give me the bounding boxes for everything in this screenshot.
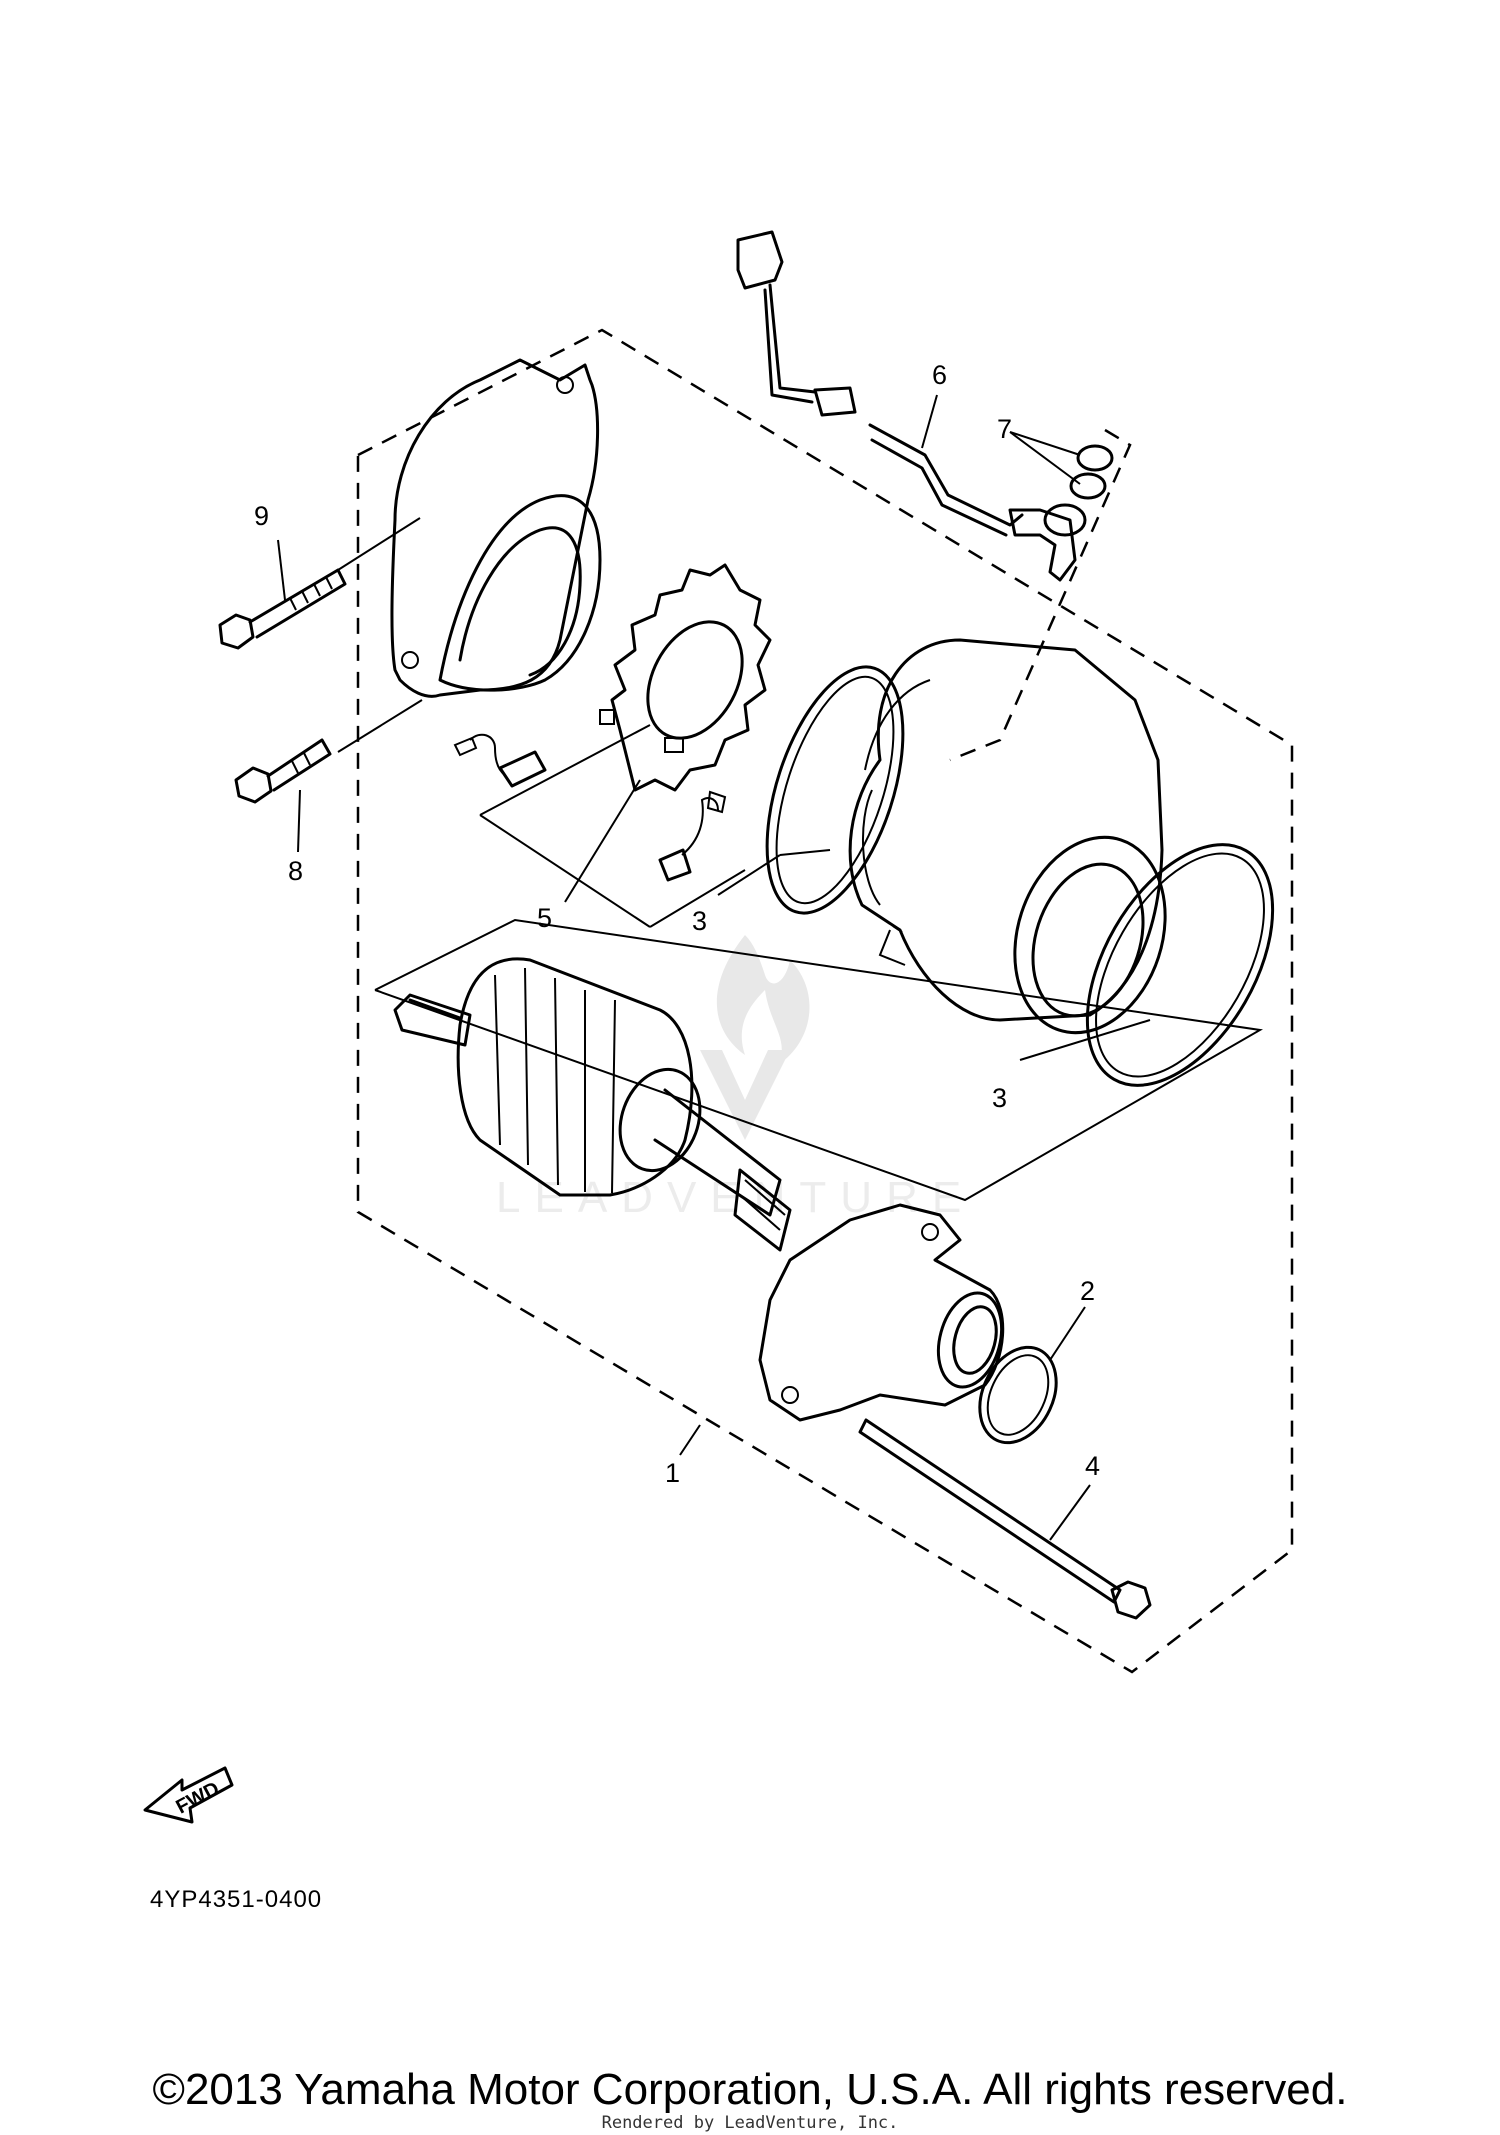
front-cover <box>758 1203 1005 1422</box>
brush-right <box>658 790 727 882</box>
leadventure-watermark: LEADVENTURE <box>496 935 975 1222</box>
bolt-8 <box>234 738 332 804</box>
armature-box <box>374 918 1263 1202</box>
callout-7: 7 <box>997 414 1012 444</box>
o-ring-2 <box>978 1345 1058 1445</box>
diagram-code: 4YP4351-0400 <box>150 1886 323 1913</box>
brush-plate <box>599 563 772 792</box>
rear-cover <box>390 358 602 698</box>
callout-5: 5 <box>537 903 552 933</box>
o-ring-3-right <box>1085 843 1275 1087</box>
callout-3-left: 3 <box>692 906 707 936</box>
callout-8: 8 <box>288 856 303 886</box>
bolt-9 <box>218 568 347 650</box>
o-ring-3-left <box>765 665 905 915</box>
brush-left <box>453 733 547 788</box>
callout-9: 9 <box>254 501 269 531</box>
watermark-text: LEADVENTURE <box>496 1173 975 1222</box>
fwd-arrow-icon: FWD <box>143 1766 234 1824</box>
assembly-outline-dashed <box>356 328 1294 1674</box>
callout-3-right: 3 <box>992 1083 1007 1113</box>
callout-2: 2 <box>1080 1276 1095 1306</box>
lead-wire-6 <box>736 230 1077 582</box>
through-bolt-4 <box>858 1418 1152 1620</box>
armature <box>393 957 792 1252</box>
callout-6: 6 <box>932 360 947 390</box>
callout-1: 1 <box>665 1458 680 1488</box>
fwd-label: FWD <box>173 1778 224 1819</box>
rendered-by-credit: Rendered by LeadVenture, Inc. <box>601 2113 899 2133</box>
callout-4: 4 <box>1085 1451 1100 1481</box>
yoke-housing <box>848 638 1167 1035</box>
copyright-notice: ©2013 Yamaha Motor Corporation, U.S.A. A… <box>152 2065 1348 2114</box>
terminal-box-dashed <box>949 428 1132 762</box>
nuts-7 <box>1043 444 1114 537</box>
leader-lines <box>277 394 1151 1541</box>
